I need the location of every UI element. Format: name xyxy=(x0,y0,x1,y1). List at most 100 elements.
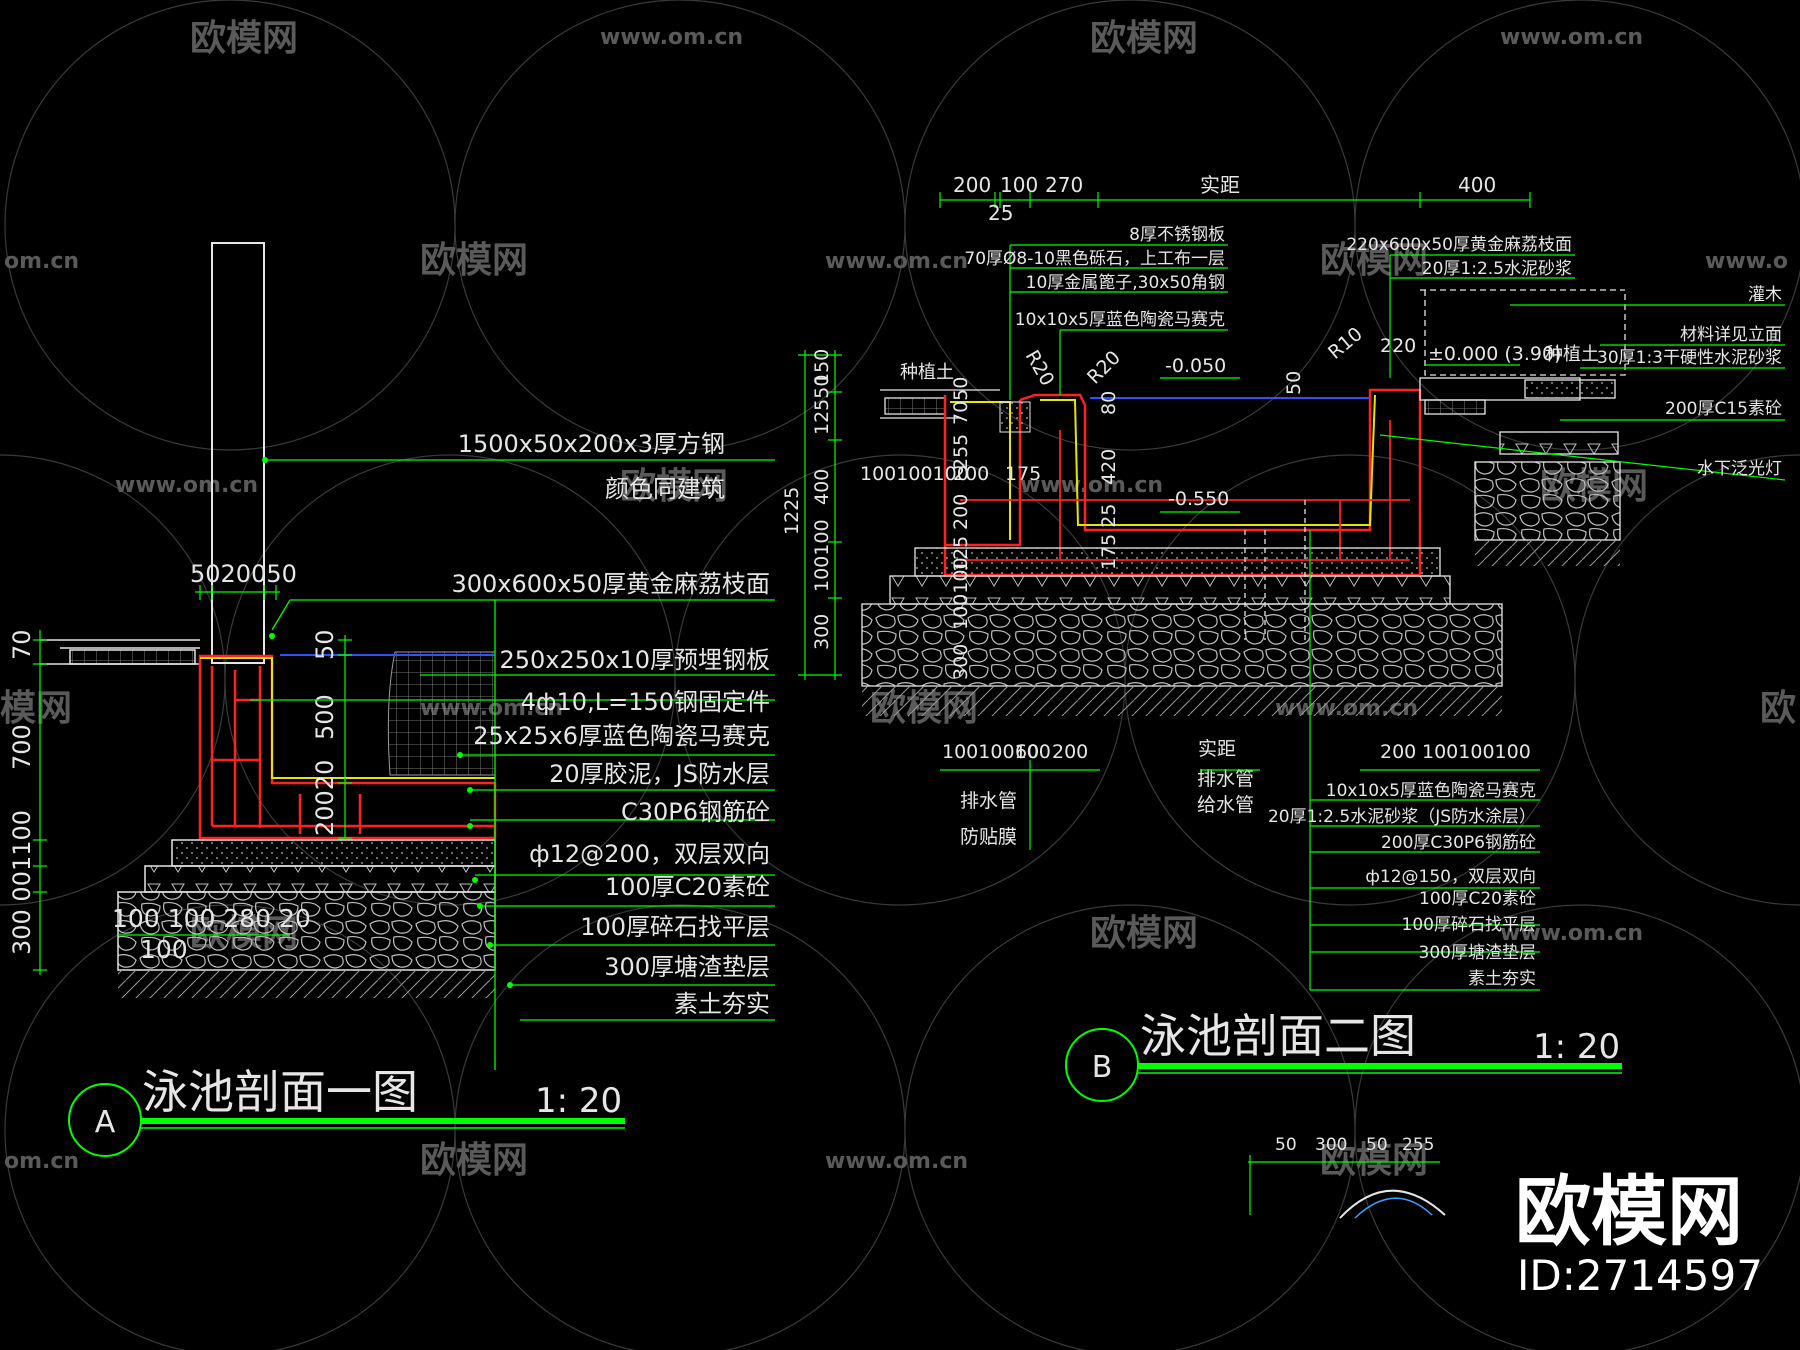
label-a-1: 颜色同建筑 xyxy=(605,475,725,503)
dims-left-a xyxy=(33,630,47,975)
label-b-br-3: ф12@150，双层双向 xyxy=(1365,867,1536,887)
watermark-url: www.om.cn xyxy=(600,25,743,50)
label-b-br-4: 100厚C20素砼 xyxy=(1419,889,1536,909)
dim-inner-b-200b: 200 xyxy=(953,463,989,485)
dim-inner-b-7050: 7050 xyxy=(950,377,972,425)
label-b-tr-3: 材料详见立面 xyxy=(1680,325,1782,345)
label-b-br-2: 200厚C30P6钢筋砼 xyxy=(1381,833,1536,853)
dim-inner-b-175: 175 xyxy=(1005,463,1041,485)
dim-300-100-a: 300 001100 xyxy=(8,810,36,955)
watermark-url: www.om.cn xyxy=(825,249,968,274)
leader-dots-a xyxy=(262,457,513,988)
brand-name: 欧模网 xyxy=(1515,1167,1743,1256)
black-gravel xyxy=(999,401,1031,433)
dim-top-b-270: 270 xyxy=(1045,173,1083,197)
label-a-2: 300x600x50厚黄金麻荔枝面 xyxy=(451,570,770,598)
dim-c-50a: 50 xyxy=(1275,1135,1297,1155)
level-220: 220 xyxy=(1380,335,1416,357)
label-a-10: 100厚碎石找平层 xyxy=(580,913,770,941)
dim-top-a: 5020050 xyxy=(190,560,297,588)
drain-pipe xyxy=(1244,500,1306,640)
detail-c-arc xyxy=(1339,1189,1446,1219)
labels-b-top-right: 220x600x50厚黄金麻荔枝面 20厚1:2.5水泥砂浆 灌木 材料详见立面… xyxy=(1346,235,1782,479)
label-b-tl-1: 70厚Ø8-10黑色砾石，上工布一层 xyxy=(964,249,1225,269)
dim-top-b-actual: 实距 xyxy=(1200,173,1240,197)
label-a-9: 100厚C20素砼 xyxy=(605,873,770,901)
dims-top-b xyxy=(939,192,1531,208)
dim-top-b-100: 100 xyxy=(1000,173,1038,197)
dims-left-b xyxy=(798,350,842,680)
brand-corner: 欧模网 ID:2714597 xyxy=(1515,1167,1763,1300)
radius-r10: R10 xyxy=(1324,323,1367,364)
label-a-12: 素土夯实 xyxy=(674,990,770,1018)
label-a-11: 300厚塘渣垫层 xyxy=(604,953,770,981)
dim-inner-b-100100: 100100 xyxy=(950,557,972,630)
dim-bottom-b-4: 200 xyxy=(1380,741,1416,763)
label-b-tl-2: 10厚金属篦子,30x50角钢 xyxy=(1026,273,1225,293)
dim-20020-a: 20020 xyxy=(311,760,339,836)
watermark-brand: 欧模网 xyxy=(620,466,728,507)
watermark-brand: 欧模网 xyxy=(1090,18,1198,59)
pipe-labels: 排水管 防贴膜 排水管 给水管 xyxy=(960,768,1254,848)
radius-r20-a: R20 xyxy=(1021,347,1059,390)
watermark-url: www.om.cn xyxy=(1500,25,1643,50)
section-bubble-a-letter: A xyxy=(95,1105,116,1140)
section-bubble-b-letter: B xyxy=(1092,1050,1113,1085)
watermark-brand: 欧模网 xyxy=(420,1140,528,1181)
rubble-layer-b xyxy=(861,603,1503,687)
deck-b-right xyxy=(1419,289,1626,566)
dim-c-300: 300 xyxy=(1315,1135,1347,1155)
section-a: 5020050 50 500 20020 70 700 300 001100 1… xyxy=(8,242,775,1157)
plant-soil-labels: 种植土 种植土 xyxy=(900,344,1599,383)
levels-b: -0.050 -0.550 ±0.000 (3.90) 220 xyxy=(1165,335,1561,510)
brand-id: ID:2714597 xyxy=(1517,1251,1763,1300)
dim-c-255: 255 xyxy=(1402,1135,1434,1155)
watermark-url: www.om.cn xyxy=(1020,473,1163,498)
leaders-b xyxy=(1009,244,1786,991)
level-m0050: -0.050 xyxy=(1165,355,1226,377)
plant-soil-left: 种植土 xyxy=(900,362,954,383)
dim-500-a: 500 xyxy=(311,694,339,740)
watermark-url: om.cn xyxy=(4,249,79,274)
dim-50-a: 50 xyxy=(311,629,339,660)
dims-inner-b: 7050 255 200 125 100100 300 175 420 175 … xyxy=(860,371,1305,680)
label-a-3: 250x250x10厚预埋钢板 xyxy=(499,646,770,674)
watermark-url: om.cn xyxy=(4,1149,79,1174)
compacted-soil xyxy=(118,970,495,998)
detail-c: 50 300 50 255 xyxy=(1248,1135,1446,1219)
water-mosaic-grid xyxy=(387,651,496,776)
label-b-br-6: 300厚塘渣垫层 xyxy=(1419,943,1536,963)
level-lines-b xyxy=(1160,364,1520,513)
pipe-membrane: 防贴膜 xyxy=(960,826,1017,848)
dim-c-50b: 50 xyxy=(1366,1135,1388,1155)
label-b-tr-2: 灌木 xyxy=(1748,285,1782,305)
c20-blinding-b xyxy=(914,547,1441,577)
label-b-tr-6: 水下泛光灯 xyxy=(1697,459,1782,479)
plant-soil-right: 种植土 xyxy=(1545,344,1599,365)
watermark-url: www.om.cn xyxy=(825,1149,968,1174)
label-b-br-7: 素土夯实 xyxy=(1468,969,1536,989)
c20-blinding xyxy=(171,839,496,867)
label-a-6: 20厚胶泥，JS防水层 xyxy=(549,760,770,788)
label-b-tr-4: 30厚1:3干硬性水泥砂浆 xyxy=(1597,348,1782,368)
labels-b-bottom-right: 10x10x5厚蓝色陶瓷马赛克 20厚1:2.5水泥砂浆（JS防水涂层） 200… xyxy=(1268,780,1536,989)
detail-c-arc-inner xyxy=(1354,1197,1433,1219)
section-scale-b: 1: 20 xyxy=(1533,1027,1620,1067)
level-0000: ±0.000 (3.90) xyxy=(1428,343,1561,365)
label-a-5: 25x25x6厚蓝色陶瓷马赛克 xyxy=(473,722,770,750)
dims-bottom-b-text: 100100100 60 200 实距 200 100100100 xyxy=(942,738,1531,763)
dims-top-b-text: 200 100 270 实距 400 25 xyxy=(953,173,1496,225)
pipe-drain-right: 排水管 xyxy=(1197,768,1254,790)
dim-left-b-100100: 100100 xyxy=(811,519,833,592)
dim-top-b-400: 400 xyxy=(1458,173,1496,197)
dim-inner-b-125: 125 xyxy=(950,536,972,572)
dim-left-b-300: 300 xyxy=(811,614,833,650)
dim-inner-b-80: 80 xyxy=(1098,391,1120,415)
labels-b-top-left: 8厚不锈钢板 70厚Ø8-10黑色砾石，上工布一层 10厚金属篦子,30x50角… xyxy=(964,225,1225,330)
watermark-brand: 欧模网 xyxy=(190,18,298,59)
dim-inner-b-100100100: 100100100 xyxy=(860,463,969,485)
dim-inner-b-175-25: 175 25 xyxy=(1098,504,1120,570)
label-b-tr-1: 20厚1:2.5水泥砂浆 xyxy=(1422,259,1572,279)
label-b-tl-0: 8厚不锈钢板 xyxy=(1129,225,1225,245)
label-b-tr-0: 220x600x50厚黄金麻荔枝面 xyxy=(1346,235,1572,255)
